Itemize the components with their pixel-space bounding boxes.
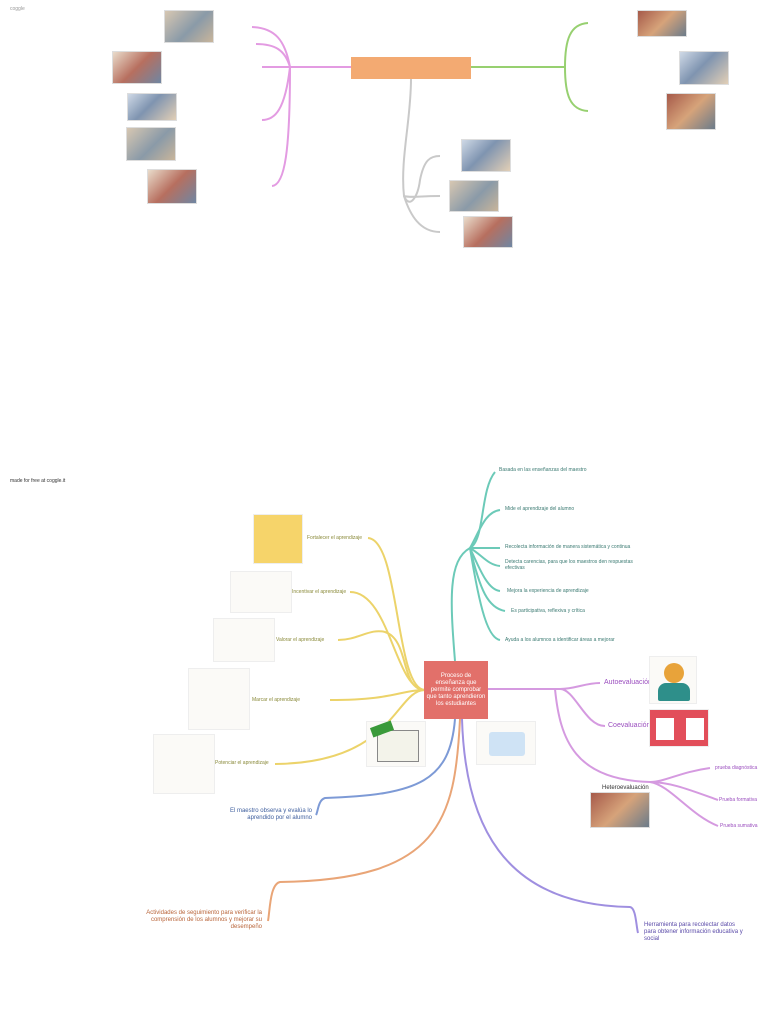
orange-branch-label: Actividades de seguimiento para verifica… — [146, 910, 262, 930]
sketch-teacher-illustration — [188, 668, 250, 730]
teal-item-4: Detecta carencias, para que los maestros… — [505, 559, 633, 571]
teal-item-7: Ayuda a los alumnos a identificar áreas … — [505, 637, 615, 643]
classroom-photo-6 — [637, 10, 687, 37]
hetero-evaluation-photo — [590, 792, 650, 828]
violet-branch-label: Herramienta para recolectar datos para o… — [644, 922, 743, 942]
teal-item-1: Basada en las enseñanzas del maestro — [499, 467, 587, 473]
classroom-photo-4 — [126, 127, 176, 161]
classroom-photo-10 — [449, 180, 499, 212]
self-evaluation-illustration — [649, 656, 697, 704]
classroom-photo-2 — [112, 51, 162, 84]
classroom-photo-5 — [147, 169, 197, 204]
peer-evaluation-illustration — [649, 709, 709, 747]
test-formativa: Prueba formativa — [719, 797, 758, 803]
classroom-photo-3 — [127, 93, 177, 121]
coevaluacion-label: Coevaluación — [608, 722, 651, 729]
classroom-photo-9 — [461, 139, 511, 172]
assessment-illustration — [476, 721, 536, 765]
yellow-item-4: Marcar el aprendizaje — [252, 697, 301, 703]
made-with-coggle: made for free at coggle.it — [10, 478, 66, 484]
top-central-node[interactable] — [351, 57, 471, 79]
teacher-grading-illustration — [213, 618, 275, 662]
classroom-illustration — [230, 571, 292, 613]
autoevaluacion-label: Autoevaluación — [604, 679, 652, 686]
classroom-photo-1 — [164, 10, 214, 43]
central-node-text: Proceso de enseñanza que permite comprob… — [426, 672, 486, 707]
teal-item-5: Mejora la experiencia de aprendizaje — [507, 588, 589, 594]
classroom-photo-11 — [463, 216, 513, 248]
classroom-photo-8 — [666, 93, 716, 130]
teal-item-2: Mide el aprendizaje del alumno — [505, 506, 575, 512]
classroom-photo-7 — [679, 51, 729, 85]
yellow-item-1: Fortalecer el aprendizaje — [307, 535, 363, 541]
test-diagnostica: prueba diagnóstica — [715, 765, 758, 771]
test-sumativa: Prueba sumativa — [720, 823, 758, 829]
coggle-watermark: coggle — [10, 6, 25, 12]
teacher-student-illustration — [153, 734, 215, 794]
yellow-item-3: Valorar el aprendizaje — [276, 637, 325, 643]
blue-branch-label: El maestro observa y evalúa lo aprendido… — [229, 808, 312, 821]
teal-item-3: Recolecta información de manera sistemát… — [505, 544, 631, 550]
central-node[interactable]: Proceso de enseñanza que permite comprob… — [424, 661, 488, 719]
student-reading-illustration — [253, 514, 303, 564]
checklist-image — [366, 720, 426, 767]
yellow-item-2: Incentivar el aprendizaje — [292, 589, 347, 595]
yellow-item-5: Potenciar el aprendizaje — [215, 760, 269, 766]
heteroevaluacion-label: Heteroevaluación — [602, 785, 649, 791]
teal-item-6: Es participativa, reflexiva y crítica — [511, 608, 585, 614]
